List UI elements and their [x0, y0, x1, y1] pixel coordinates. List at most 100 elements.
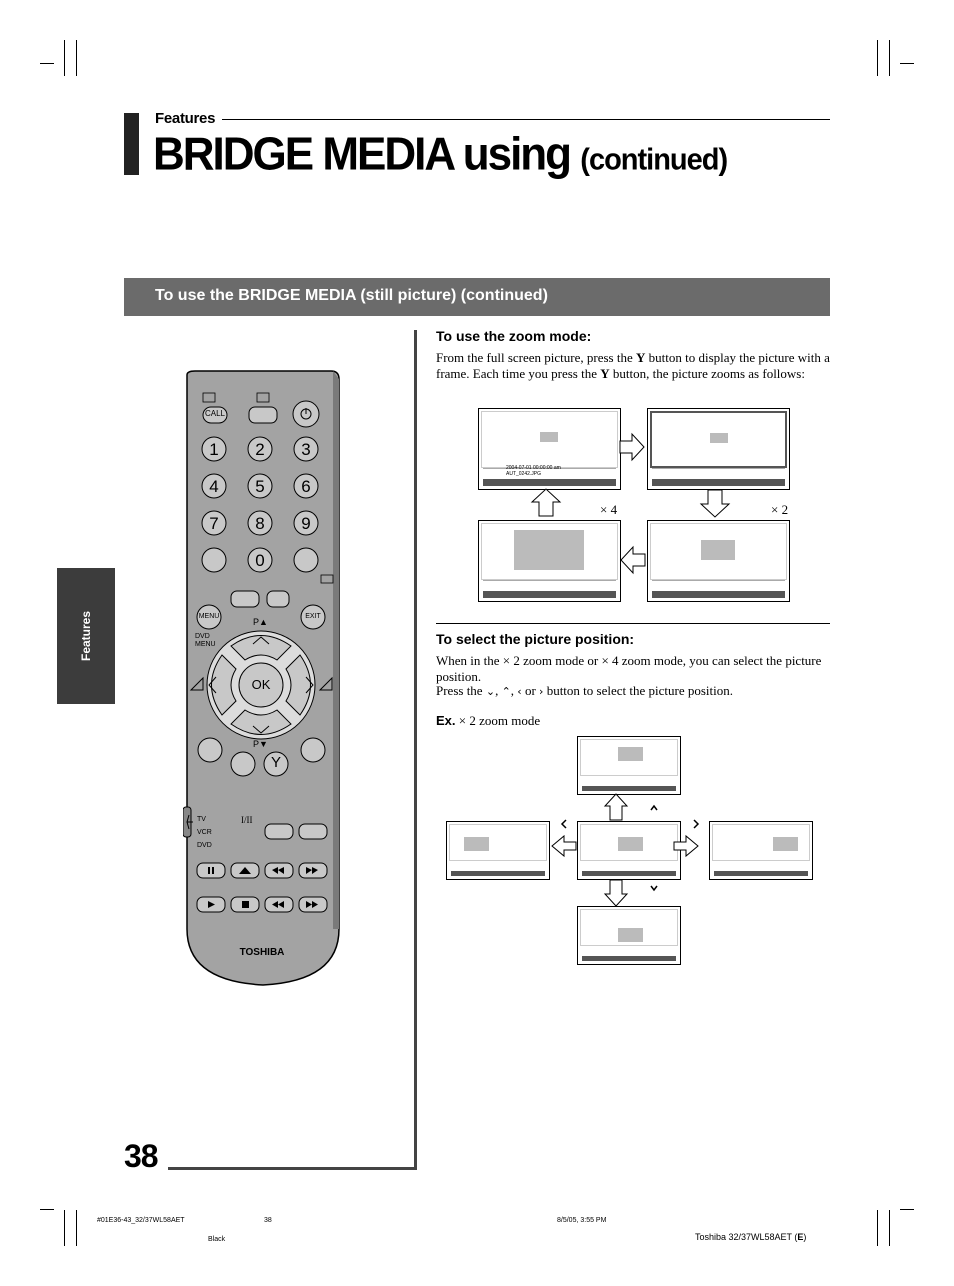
zoom-text-part-1: From the full screen picture, press the: [436, 350, 633, 365]
remote-exit-button[interactable]: EXIT: [305, 613, 321, 620]
zoom-text-part-2: button to display the picture with a fra…: [436, 350, 830, 381]
remote-ok-button[interactable]: OK: [251, 677, 271, 692]
crop-mark: [76, 1210, 77, 1246]
position-screen-bottom: [577, 906, 681, 965]
screen-framed: [647, 408, 790, 490]
section-label: Features: [155, 110, 216, 127]
remote-i-ii-label: I/II: [241, 815, 253, 825]
dvd-menu-line-2: MENU: [195, 641, 216, 648]
remote-digit-4[interactable]: 4: [209, 477, 219, 496]
crop-mark: [64, 40, 65, 76]
screen-info-bar: [451, 862, 545, 876]
screen-info-bar: [652, 468, 785, 486]
footer-model-prefix: Toshiba 32/37WL58AET (: [695, 1232, 798, 1242]
section-rule: [222, 119, 830, 120]
screen-file: AUT_0242.JPG: [506, 471, 542, 477]
zoom-x4-label: × 4: [600, 502, 618, 517]
picture-thumbnail: [618, 837, 643, 851]
ex-text: × 2 zoom mode: [458, 713, 541, 728]
press-text: Press the: [436, 683, 483, 698]
position-screen-top: [577, 736, 681, 795]
screen-date: 2004-07-01 00:00:00 am: [506, 465, 561, 471]
zoom-mode-heading: To use the zoom mode:: [436, 328, 592, 344]
position-screen-left: [446, 821, 550, 880]
remote-digit-5[interactable]: 5: [255, 477, 265, 496]
zoom-key-y: Y: [636, 350, 646, 365]
press-text-end: button to select the picture position.: [546, 683, 733, 698]
screen-picture-area: [580, 739, 678, 776]
screen-picture-area: [650, 411, 787, 468]
side-tab: Features: [57, 568, 115, 704]
page-number: 38: [124, 1138, 159, 1174]
screen-info-bar: [582, 862, 676, 876]
remote-p-up-label: P▲: [253, 617, 268, 627]
page-title: BRIDGE MEDIA using (continued): [153, 128, 728, 182]
picture-thumbnail: [514, 530, 584, 570]
remote-digit-8[interactable]: 8: [255, 514, 265, 533]
screen-picture-area: [580, 824, 678, 861]
remote-digit-3[interactable]: 3: [301, 440, 311, 459]
remote-p-down-label: P▼: [253, 739, 268, 749]
footer-date: 8/5/05, 3:55 PM: [557, 1217, 607, 1224]
chevron-right-icon: ›: [539, 685, 544, 698]
screen-info-bar: [582, 777, 676, 791]
zoom-key-y-2: Y: [600, 365, 610, 381]
remote-digit-6[interactable]: 6: [301, 477, 311, 496]
position-flow-arrows: [551, 793, 700, 907]
picture-thumbnail: [540, 432, 558, 442]
remote-call-button[interactable]: CALL: [204, 409, 225, 418]
footer-color: Black: [208, 1236, 226, 1243]
remote-digit-1[interactable]: 1: [209, 440, 219, 459]
banner-text: To use the BRIDGE MEDIA (still picture) …: [155, 287, 548, 304]
zoom-x2-label: × 2: [771, 502, 789, 517]
screen-full: [478, 408, 621, 490]
screen-info-bar: [483, 468, 616, 486]
remote-digit-2[interactable]: 2: [255, 440, 265, 459]
remote-digit-9[interactable]: 9: [301, 514, 311, 533]
remote-y-button[interactable]: Y: [270, 754, 281, 771]
footer-model: Toshiba 32/37WL58AET (E): [695, 1232, 806, 1242]
remote-control-drawing: [182, 370, 340, 986]
zoom-mode-text: From the full screen picture, press the …: [436, 350, 831, 381]
crop-mark: [40, 1209, 54, 1210]
chevron-up-icon: ⌃: [501, 685, 511, 698]
example-label: Ex. × 2 zoom mode: [436, 713, 540, 729]
picture-thumbnail: [618, 747, 643, 761]
page-title-suffix: (continued): [580, 143, 728, 178]
remote-digit-0[interactable]: 0: [255, 551, 265, 570]
screen-zoom-x2: [647, 520, 790, 602]
picture-thumbnail: [710, 433, 728, 443]
chevron-left-icon: ‹: [517, 685, 522, 698]
crop-mark: [900, 63, 914, 64]
crop-mark: [877, 40, 878, 76]
screen-info-bar: [714, 862, 808, 876]
screen-picture-area: [650, 523, 787, 580]
side-tab-label: Features: [79, 610, 93, 662]
screen-picture-area: [449, 824, 547, 861]
remote-digit-7[interactable]: 7: [209, 514, 219, 533]
section-banner: To use the BRIDGE MEDIA (still picture) …: [124, 278, 830, 316]
crop-mark: [889, 40, 890, 76]
screen-info-bar: [582, 947, 676, 961]
picture-thumbnail: [773, 837, 798, 851]
remote-menu-button[interactable]: MENU: [198, 613, 220, 620]
screen-picture-area: [481, 523, 618, 580]
footer-filename: #01E36-43_32/37WL58AET: [97, 1217, 185, 1224]
page-number-rule: [168, 1167, 417, 1170]
remote-brand-logo: TOSHIBA: [239, 947, 285, 958]
footer-page: 38: [264, 1217, 272, 1224]
remote-vcr-label: VCR: [197, 829, 212, 836]
footer-model-e: E: [797, 1232, 804, 1242]
zoom-text-part-3: button, the picture zooms as follows:: [612, 365, 805, 381]
screen-picture-area: [712, 824, 810, 861]
crop-mark: [877, 1210, 878, 1246]
crop-mark: [889, 1210, 890, 1246]
crop-mark: [900, 1209, 914, 1210]
page-title-main: BRIDGE MEDIA using: [153, 128, 572, 181]
picture-thumbnail: [701, 540, 735, 560]
crop-mark: [76, 40, 77, 76]
crop-mark: [64, 1210, 65, 1246]
picture-thumbnail: [464, 837, 489, 851]
title-bar-accent: [124, 113, 139, 175]
